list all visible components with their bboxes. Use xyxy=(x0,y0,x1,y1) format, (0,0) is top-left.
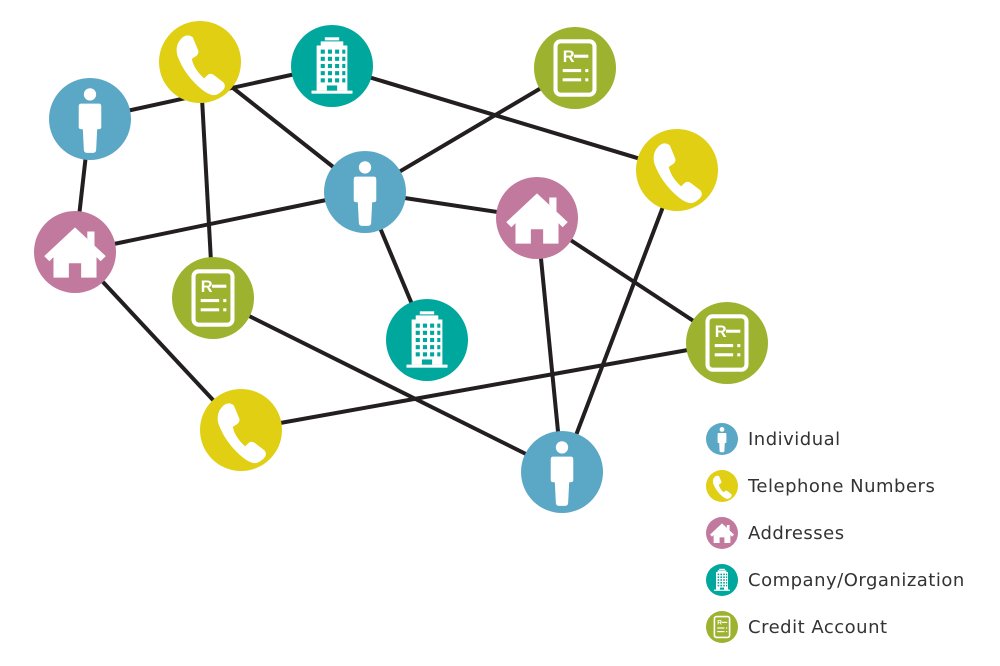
legend-swatch xyxy=(706,470,738,502)
node-credit-cre-a xyxy=(534,27,616,109)
node-circle xyxy=(200,389,282,471)
edge-tel-c-cre-c xyxy=(240,341,728,432)
node-circle xyxy=(159,21,241,103)
node-telephone-tel-c xyxy=(200,389,282,471)
node-telephone-tel-b xyxy=(636,129,718,211)
legend-label: Telephone Numbers xyxy=(747,476,935,497)
legend-item-credit: Credit Account xyxy=(706,611,888,643)
legend-swatch xyxy=(706,611,738,643)
building-icon xyxy=(714,568,730,591)
node-credit-cre-c xyxy=(686,302,768,384)
legend-item-company: Company/Organization xyxy=(706,564,965,596)
legend-label: Credit Account xyxy=(748,617,888,638)
nodes xyxy=(34,21,768,513)
edge-com-a-tel-b xyxy=(331,64,678,172)
node-address-adr-a xyxy=(34,211,116,293)
legend-label: Individual xyxy=(748,429,841,450)
legend-label: Company/Organization xyxy=(748,570,965,591)
building-icon xyxy=(311,37,353,94)
node-telephone-tel-a xyxy=(159,21,241,103)
node-circle xyxy=(686,302,768,384)
node-individual-ind-a xyxy=(49,78,131,160)
node-circle xyxy=(636,129,718,211)
node-company-com-a xyxy=(291,25,373,107)
edge-adr-b-ind-c xyxy=(535,217,564,473)
node-company-com-b xyxy=(386,299,468,381)
edges xyxy=(73,60,729,474)
legend-item-address: Addresses xyxy=(706,517,845,549)
edge-tel-b-ind-c xyxy=(560,169,679,473)
node-individual-ind-c xyxy=(521,431,603,513)
node-circle xyxy=(172,257,254,339)
edge-adr-a-ind-b xyxy=(74,190,366,254)
edge-cre-b-ind-c xyxy=(212,296,563,474)
node-individual-ind-b xyxy=(324,151,406,233)
building-icon xyxy=(406,311,448,368)
legend-item-telephone: Telephone Numbers xyxy=(706,470,935,502)
legend-item-individual: Individual xyxy=(706,423,841,455)
legend-label: Addresses xyxy=(748,523,845,544)
node-credit-cre-b xyxy=(172,257,254,339)
node-address-adr-b xyxy=(496,177,578,259)
